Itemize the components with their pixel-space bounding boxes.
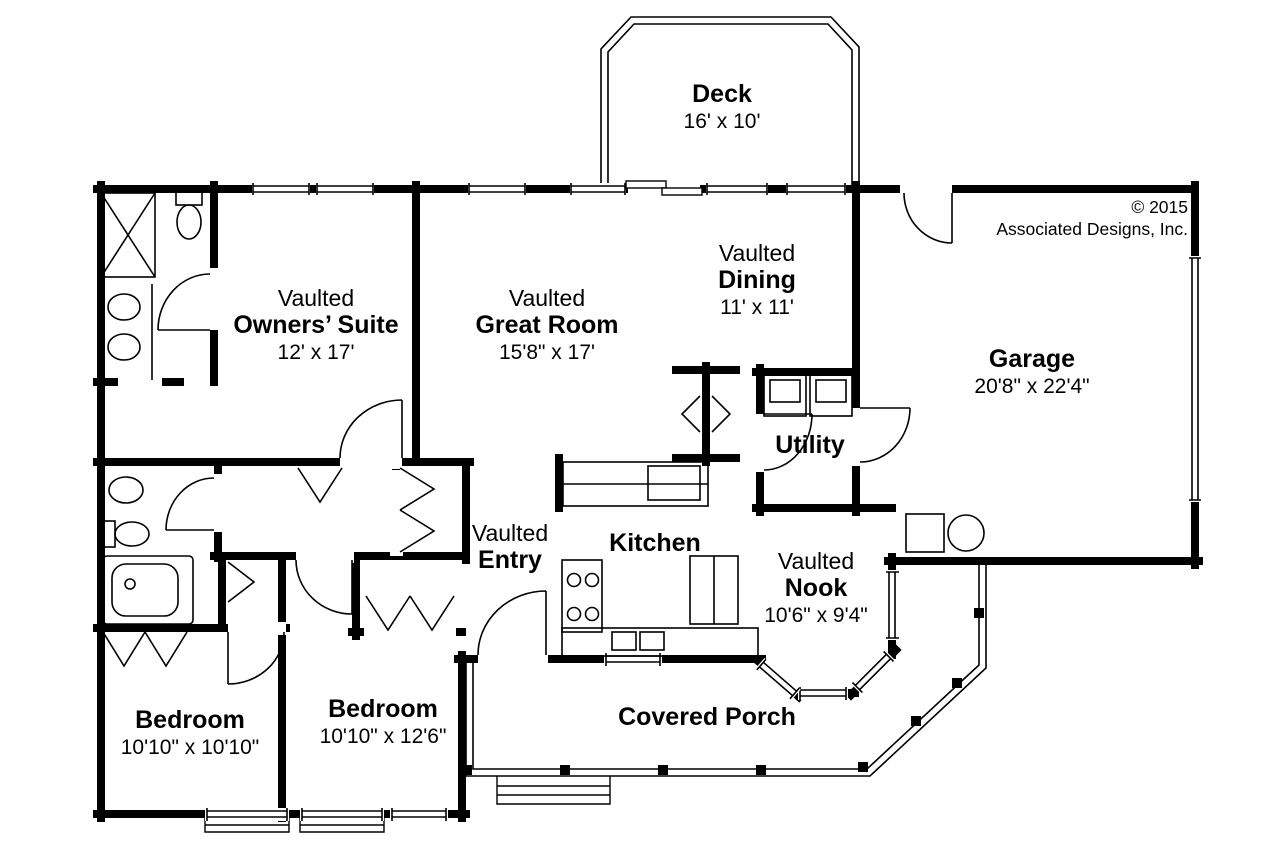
bifold-door — [227, 561, 256, 603]
sink-icon — [108, 476, 144, 504]
window-bays — [204, 818, 385, 833]
front-door-swing — [477, 590, 547, 656]
deck-outer-edge — [600, 16, 860, 185]
porch-post — [974, 608, 984, 618]
suite-bath-door-swing — [157, 273, 211, 331]
utility-door-swing — [763, 413, 813, 471]
toilet-icon — [175, 190, 203, 240]
porch-posts — [462, 608, 984, 775]
porch-railing — [465, 563, 987, 777]
toilet-icon — [102, 520, 150, 548]
porch-inner-edge — [472, 563, 980, 770]
sliding-door — [625, 180, 703, 196]
kitchen-counter — [561, 627, 759, 657]
fireplace-icon — [680, 395, 732, 433]
porch-outer-edge — [465, 563, 987, 777]
bay-outline — [204, 818, 290, 833]
dryer-icon — [809, 371, 853, 417]
kitchen-island-counter — [562, 461, 709, 507]
window — [570, 183, 626, 195]
vanity-sinks-icon — [107, 284, 153, 380]
window — [786, 183, 846, 195]
window — [886, 571, 899, 639]
kitchen-sink-icon — [611, 631, 665, 651]
bifold-door — [297, 467, 343, 504]
window — [206, 808, 288, 821]
window — [252, 183, 310, 195]
porch-post — [756, 765, 766, 775]
bifold-doors — [102, 467, 455, 668]
suite-door-swing — [339, 399, 403, 459]
bay-outline — [299, 818, 385, 833]
porch-post — [952, 678, 962, 688]
porch-post — [560, 765, 570, 775]
deck-outline — [600, 16, 860, 185]
porch-post — [658, 765, 668, 775]
hall-bath-door-swing — [165, 477, 215, 531]
bedroom2-door-swing — [295, 559, 353, 615]
garage-back-door-swing — [903, 192, 953, 244]
porch-post — [462, 765, 472, 775]
window — [391, 808, 447, 821]
windows — [206, 183, 899, 821]
bay-window-right — [851, 650, 895, 694]
exterior-walls — [93, 181, 1203, 822]
water-softener-icon — [905, 513, 945, 553]
deck-inner-edge — [607, 23, 853, 185]
wall-exterior — [93, 181, 1203, 822]
window — [706, 183, 768, 195]
porch-steps — [496, 776, 611, 805]
porch-post — [911, 716, 921, 726]
bifold-door — [102, 631, 188, 668]
shower-icon — [100, 192, 156, 278]
window — [301, 808, 383, 821]
doors — [157, 192, 953, 685]
bathtub-icon — [102, 555, 194, 625]
bedroom1-door-swing — [227, 631, 285, 685]
refrigerator-icon — [689, 555, 739, 625]
window — [468, 183, 526, 195]
window — [316, 183, 374, 195]
porch-post — [858, 762, 868, 772]
bay-window-left — [755, 657, 801, 701]
utility-garage-door-swing — [859, 407, 911, 463]
steps-outline — [496, 776, 611, 805]
water-heater-icon — [947, 514, 985, 552]
range-icon — [561, 559, 603, 633]
washer-icon — [763, 371, 807, 417]
garage-door — [1189, 257, 1201, 501]
fixtures — [100, 190, 985, 657]
bifold-door — [399, 467, 436, 553]
window — [799, 687, 847, 700]
bifold-door — [365, 595, 455, 632]
